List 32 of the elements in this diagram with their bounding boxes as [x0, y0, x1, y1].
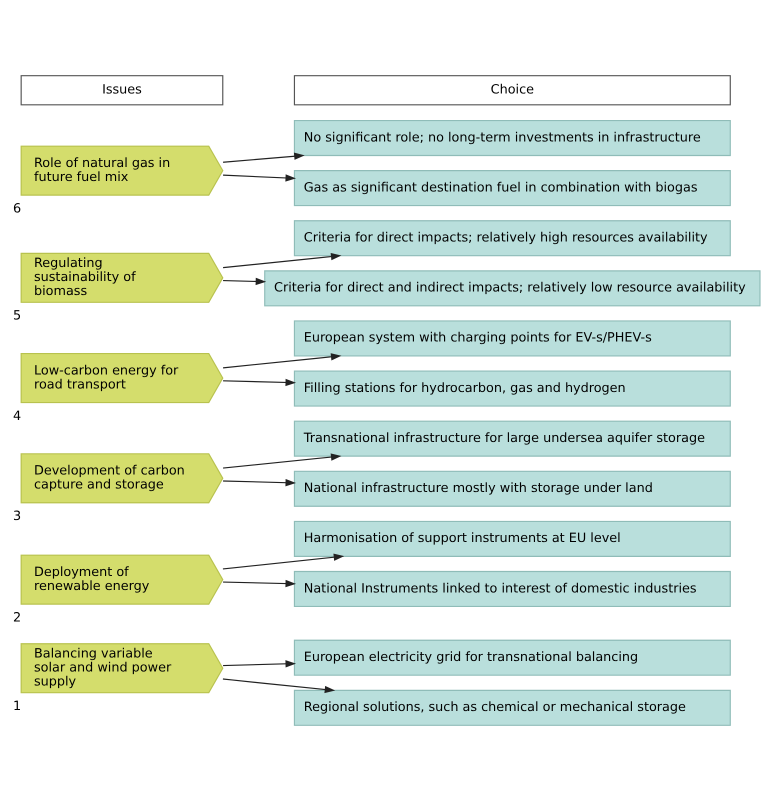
node-box: Filling stations for hydrocarbon, gas and hydrogen [294, 370, 731, 406]
node-label: 6 [13, 200, 22, 216]
arrow [223, 378, 296, 386]
node-box: National infrastructure mostly with storage under land [294, 470, 731, 506]
node-box: Regional solutions, such as chemical or mechanical storage [294, 689, 731, 726]
arrow [223, 152, 305, 162]
arrow [223, 452, 342, 468]
arrow [223, 252, 342, 268]
arrow [223, 478, 296, 486]
node-label: 2 [13, 610, 22, 625]
label: Choice [490, 82, 534, 97]
node-box: Gas as significant destination fuel in combination with biogas [294, 170, 731, 206]
arrow [222, 678, 336, 693]
node-label: 5 [13, 308, 22, 324]
node-box: National Instruments linked to interest of domestic industries [294, 570, 731, 607]
node-box: No significant role; no long-term investments in infrastructure [294, 119, 731, 156]
node-label: 4 [13, 408, 22, 424]
arrow [223, 174, 296, 182]
arrow [222, 553, 344, 570]
node-box: Transnational infrastructure for large undersea aquifer storage [294, 420, 731, 456]
node-box: Criteria for direct and indirect impacts; relatively low resource availability [264, 270, 761, 306]
label: Issues [102, 82, 142, 97]
node-label: 1 [13, 698, 22, 714]
node-box: Criteria for direct impacts; relatively high resources availability [294, 220, 731, 256]
node-box: Harmonisation of support instruments at EU level [294, 520, 731, 556]
arrow [223, 277, 266, 285]
node-box: European system with charging points for EV-s/PHEV-s [294, 320, 731, 356]
node-label: 3 [13, 508, 22, 524]
arrow [223, 660, 296, 668]
arrow [223, 352, 342, 368]
node-box: European electricity grid for transnational balancing [294, 639, 731, 676]
arrow [223, 579, 296, 587]
